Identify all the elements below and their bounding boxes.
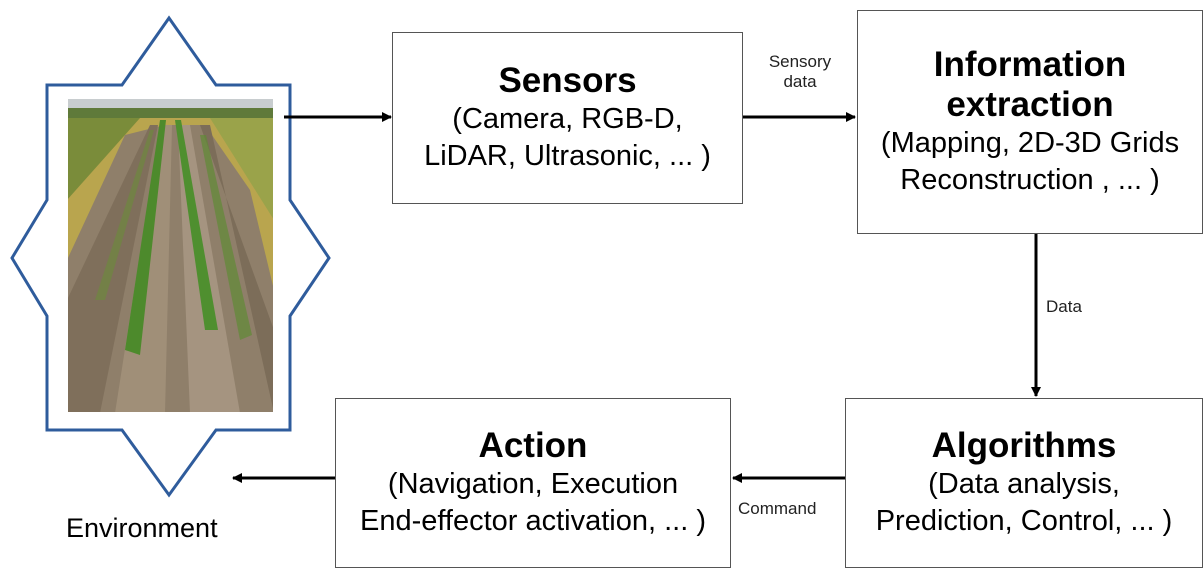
command-label: Command bbox=[738, 499, 817, 518]
algorithms-box: Algorithms (Data analysis, Prediction, C… bbox=[845, 398, 1203, 568]
information-extraction-box: Information extraction (Mapping, 2D-3D G… bbox=[857, 10, 1203, 234]
sensors-description: (Camera, RGB-D, LiDAR, Ultrasonic, ... ) bbox=[424, 103, 711, 172]
information-extraction-title: Information extraction bbox=[933, 45, 1127, 124]
algorithms-title: Algorithms bbox=[931, 426, 1117, 465]
algorithms-description: (Data analysis, Prediction, Control, ...… bbox=[875, 468, 1173, 537]
sensors-box: Sensors (Camera, RGB-D, LiDAR, Ultrasoni… bbox=[392, 32, 743, 204]
data-label: Data bbox=[1046, 297, 1082, 316]
environment-label: Environment bbox=[66, 513, 218, 543]
action-title: Action bbox=[478, 426, 588, 465]
action-box: Action (Navigation, Execution End-effect… bbox=[335, 398, 731, 568]
field-photo bbox=[67, 98, 274, 413]
sensors-title: Sensors bbox=[498, 61, 637, 100]
action-description: (Navigation, Execution End-effector acti… bbox=[359, 468, 707, 537]
sensory-data-label: Sensory data bbox=[768, 52, 832, 91]
information-extraction-description: (Mapping, 2D-3D Grids Reconstruction , .… bbox=[880, 127, 1180, 196]
